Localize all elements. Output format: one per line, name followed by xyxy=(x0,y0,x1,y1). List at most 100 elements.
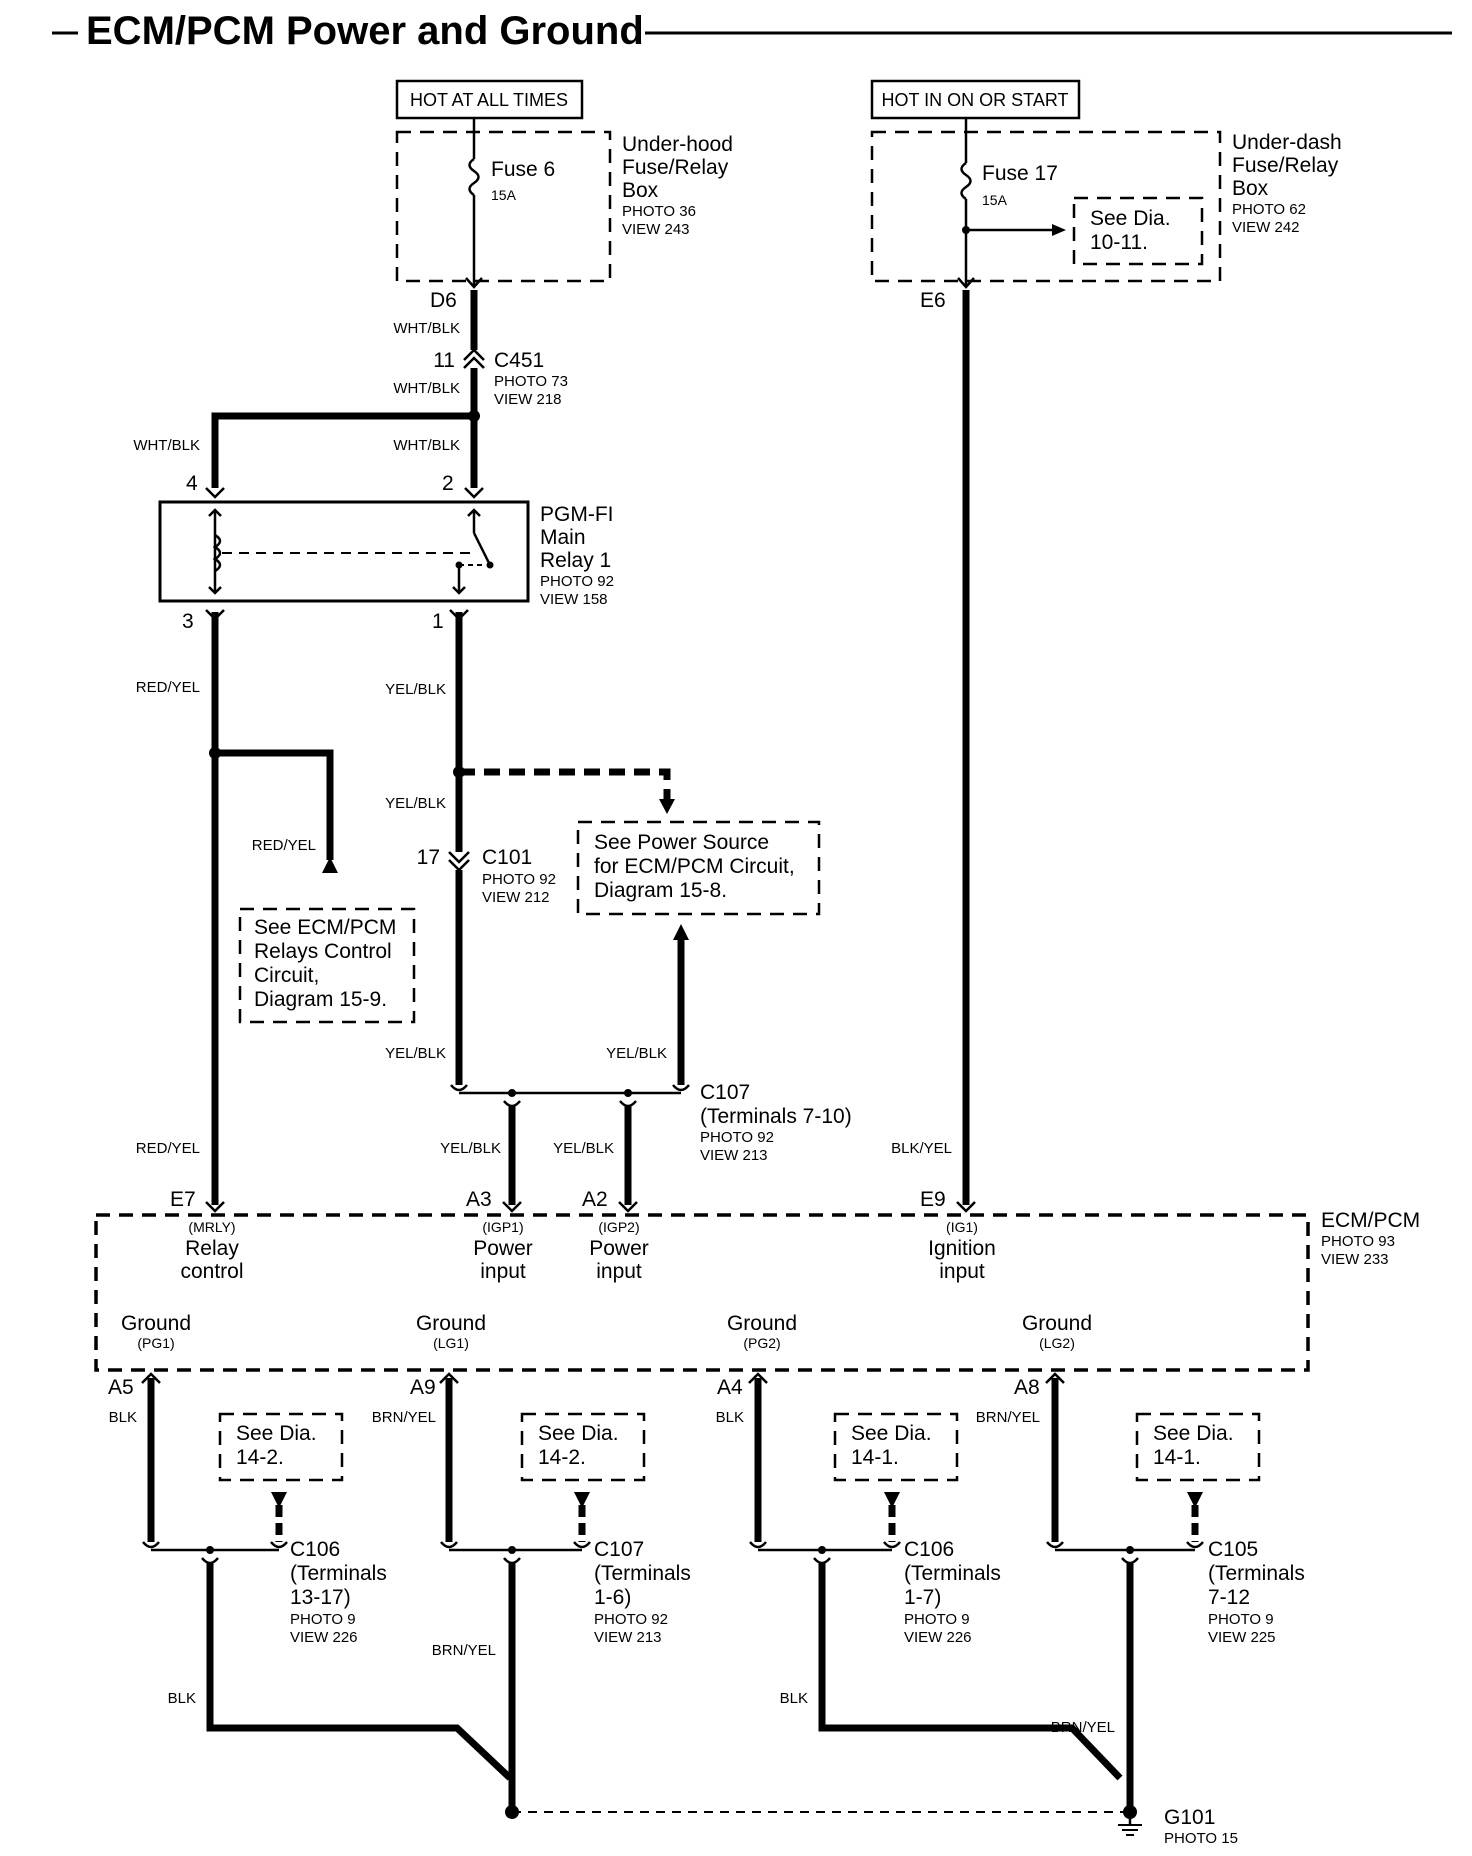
relay-internal-arrow-1 xyxy=(452,586,466,595)
wire-label-wht-blk-2: WHT/BLK xyxy=(393,380,460,397)
ecm-pin-a2-arrow xyxy=(618,1201,638,1213)
c451-pin: 11 xyxy=(433,349,455,372)
ecm-pin-a3: A3 xyxy=(466,1188,492,1211)
ground-2-photo: PHOTO 92 xyxy=(594,1611,668,1628)
c101-photo: PHOTO 92 xyxy=(482,871,556,888)
ecm-pin-a8-arrow xyxy=(1045,1372,1065,1384)
ecm-pcm-photo: PHOTO 93 xyxy=(1321,1233,1395,1250)
ground-1-connector: C106 xyxy=(290,1538,340,1561)
ground-3-view: VIEW 226 xyxy=(904,1629,972,1646)
fuse-17-label: Fuse 17 xyxy=(982,162,1058,185)
hot-at-all-times-label: HOT AT ALL TIMES xyxy=(410,90,568,110)
ground-1-photo: PHOTO 9 xyxy=(290,1611,356,1628)
see-dia-10-11-ref: 10-11. xyxy=(1090,231,1148,254)
ecm-control: control xyxy=(180,1260,243,1283)
ground-2-wire-label: BRN/YEL xyxy=(372,1409,436,1426)
ground-4-terminals-2: 7-12 xyxy=(1208,1586,1250,1609)
ground-1-hook-c xyxy=(201,1557,219,1565)
ecm-relay: Relay xyxy=(185,1237,239,1260)
ground-2-view: VIEW 213 xyxy=(594,1629,662,1646)
c101-view: VIEW 212 xyxy=(482,889,550,906)
c107-bus-node-a2 xyxy=(624,1089,632,1097)
ground-1-hook-a xyxy=(142,1541,160,1549)
wire-label-red-yel-2: RED/YEL xyxy=(252,837,316,854)
ground-1-see-arrow xyxy=(271,1492,287,1508)
ecm-pin-e7-arrow xyxy=(205,1201,225,1213)
c107-a3-hook xyxy=(503,1100,521,1108)
terminal-d6: D6 xyxy=(430,289,457,312)
relay-view: VIEW 158 xyxy=(540,591,608,608)
ground-4-node xyxy=(1126,1546,1134,1554)
ground-3-hook-b xyxy=(883,1541,901,1549)
relay-photo: PHOTO 92 xyxy=(540,573,614,590)
g101-label: G101 xyxy=(1164,1806,1215,1829)
underdash-name-3: Box xyxy=(1232,177,1269,200)
ecm-igp2: (IGP2) xyxy=(598,1219,639,1235)
relay-coil-symbol xyxy=(212,533,222,573)
wire-label-yel-blk-3: YEL/BLK xyxy=(385,1045,446,1062)
underhood-name-3: Box xyxy=(622,179,659,202)
c107-bus-hook-1 xyxy=(450,1084,468,1092)
ground-1-see: See Dia. xyxy=(236,1422,317,1445)
ground-4-wire-label: BRN/YEL xyxy=(976,1409,1040,1426)
terminal-e6: E6 xyxy=(920,289,946,312)
ecm-igp1: (IGP1) xyxy=(482,1219,523,1235)
see-dia-10-11-label: See Dia. xyxy=(1090,207,1171,230)
wire-label-yel-blk-4: YEL/BLK xyxy=(606,1045,667,1062)
ecm-input-3: input xyxy=(939,1260,985,1283)
ground-3-photo: PHOTO 9 xyxy=(904,1611,970,1628)
wire-wht-blk-to-relay-4 xyxy=(211,412,474,488)
ground-2-hook-b xyxy=(573,1541,591,1549)
relay-name-1: PGM-FI xyxy=(540,503,614,526)
ecm-ground-4: Ground xyxy=(1022,1312,1092,1335)
e6-arrow xyxy=(957,277,975,289)
relay-pin-2: 2 xyxy=(442,472,454,495)
ecm-pin-a5: A5 xyxy=(108,1376,134,1399)
ground-3-wire-label-2: BLK xyxy=(780,1690,808,1707)
wire-red-yel-branch xyxy=(215,749,334,860)
ref-power-line-2: for ECM/PCM Circuit, xyxy=(594,855,795,878)
ground-2-see-ref: 14-2. xyxy=(538,1446,586,1469)
relay-pin-4: 4 xyxy=(186,472,198,495)
ecm-pin-e9-arrow xyxy=(956,1201,976,1213)
fuse-17-symbol xyxy=(960,161,972,201)
ground-2-terminals-1: (Terminals xyxy=(594,1562,691,1585)
c101-pin: 17 xyxy=(417,846,440,869)
relay-pin-2-arrow xyxy=(464,487,484,499)
wire-label-yel-blk-2: YEL/BLK xyxy=(385,795,446,812)
wire-label-red-yel-3: RED/YEL xyxy=(136,1140,200,1157)
ecm-mrly: (MRLY) xyxy=(188,1219,235,1235)
ground-1-wire-to-g101 xyxy=(206,1563,513,1781)
c451-view: VIEW 218 xyxy=(494,391,562,408)
ground-3-see-arrow xyxy=(884,1492,900,1508)
g101-node-right xyxy=(1123,1805,1137,1819)
relay-name-2: Main xyxy=(540,526,586,549)
ref-relays-line-3: Circuit, xyxy=(254,964,319,987)
ground-4-hook-c xyxy=(1121,1557,1139,1565)
wire-label-red-yel-1: RED/YEL xyxy=(136,679,200,696)
wire-label-blk-yel: BLK/YEL xyxy=(891,1140,952,1157)
page-title: ECM/PCM Power and Ground xyxy=(86,9,644,53)
relay-switch-pivot xyxy=(486,561,494,569)
underdash-name-1: Under-dash xyxy=(1232,131,1342,154)
ground-1-hook-b xyxy=(270,1541,288,1549)
underhood-fuse-box xyxy=(395,130,612,283)
ground-3-see: See Dia. xyxy=(851,1422,932,1445)
c107-top-view: VIEW 213 xyxy=(700,1147,768,1164)
ground-1-see-ref: 14-2. xyxy=(236,1446,284,1469)
ecm-ground-2: Ground xyxy=(416,1312,486,1335)
relay-pin-4-arrow xyxy=(205,487,225,499)
ground-4-connector: C105 xyxy=(1208,1538,1258,1561)
ecm-ignition: Ignition xyxy=(928,1237,996,1260)
g101-photo: PHOTO 15 xyxy=(1164,1830,1238,1847)
ground-2-node xyxy=(508,1546,516,1554)
ecm-pin-a3-arrow xyxy=(502,1201,522,1213)
ground-3-hook-a xyxy=(749,1541,767,1549)
ref-relays-line-1: See ECM/PCM xyxy=(254,916,396,939)
ground-4-see-arrow xyxy=(1187,1492,1203,1508)
c107-a2-hook xyxy=(619,1100,637,1108)
c107-top-label: C107 xyxy=(700,1081,750,1104)
ecm-input-2: input xyxy=(596,1260,642,1283)
ground-1-wire-label: BLK xyxy=(109,1409,137,1426)
